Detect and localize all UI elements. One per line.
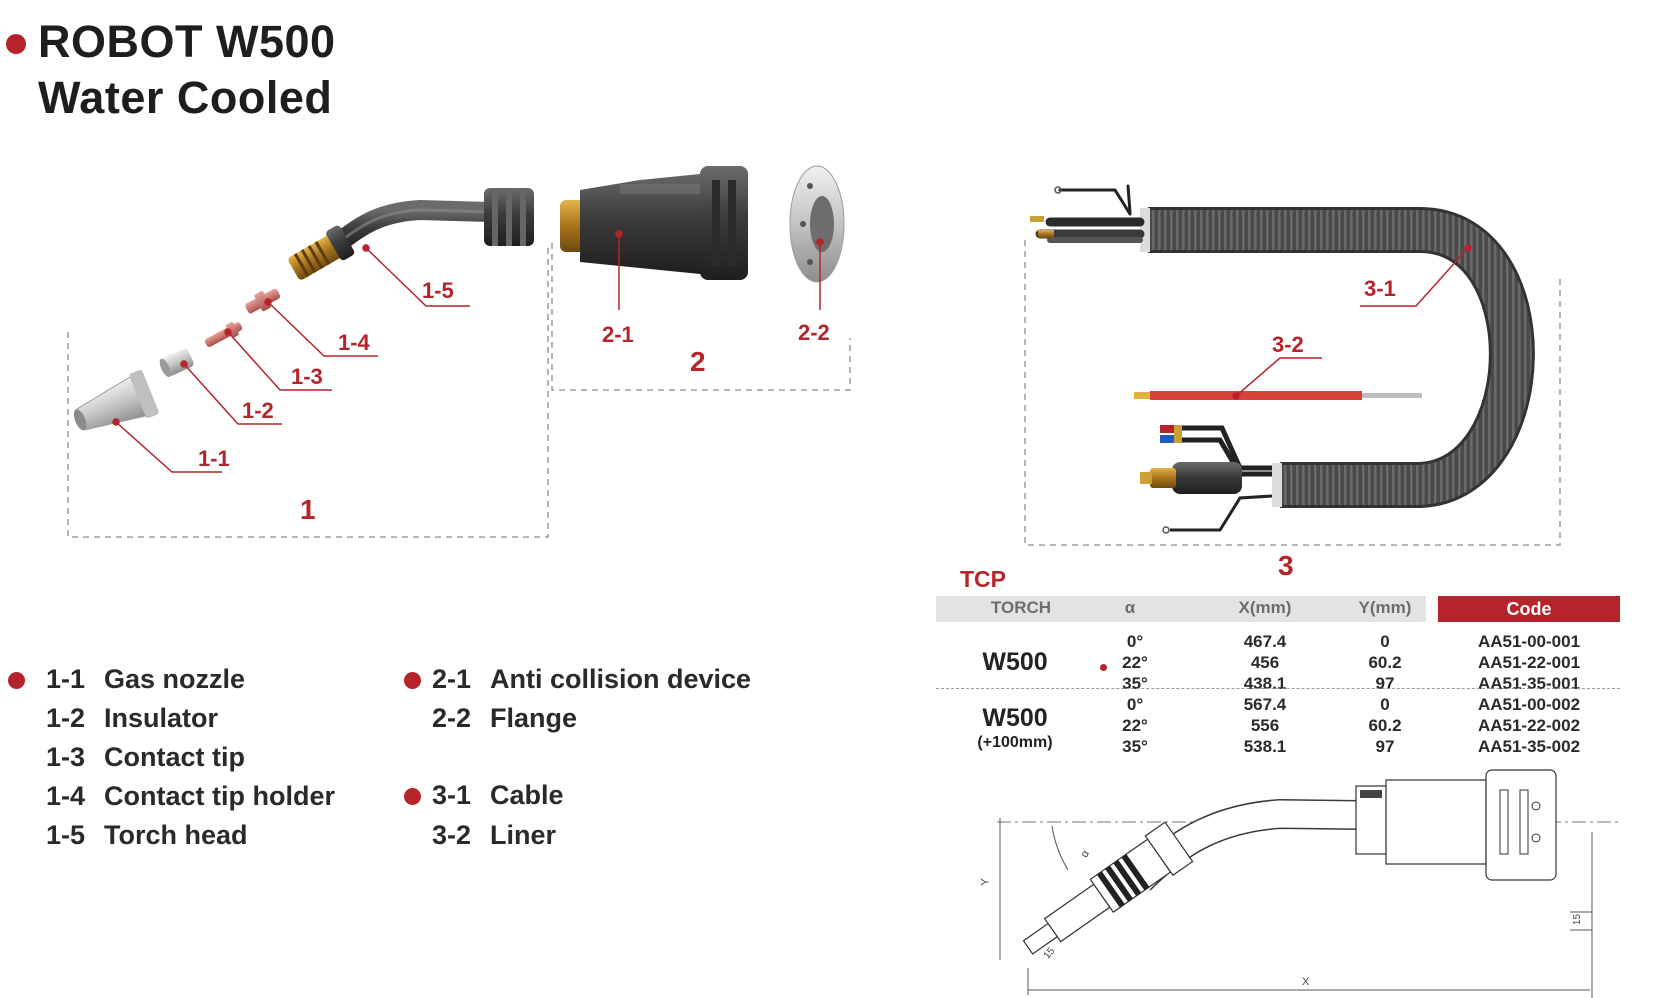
- tcp-header-x: X(mm): [1238, 598, 1292, 617]
- tcp-header-code: Code: [1438, 596, 1620, 622]
- group1-frame: [67, 243, 549, 538]
- group-number-1: 1: [300, 494, 316, 525]
- tcp-cell-code: AA51-35-001: [1477, 674, 1581, 693]
- dimension-label-y: Y: [979, 878, 992, 886]
- tcp-torch-name: W500: [982, 648, 1048, 676]
- tcp-cell-code: AA51-22-001: [1477, 653, 1581, 672]
- parts-bullet-group1: [8, 672, 25, 689]
- torch-head-collar: [288, 225, 355, 280]
- parts-bullet-group2: [404, 672, 421, 689]
- callout-1-4: 1-4: [338, 330, 370, 355]
- group3-leaders: [1232, 244, 1472, 400]
- contact-tip: [204, 322, 243, 347]
- cable-top-wires: [1030, 184, 1145, 243]
- flange: [789, 165, 845, 283]
- group3-frame: [1024, 240, 1561, 546]
- tcp-cell-y: 60.2: [1368, 716, 1402, 735]
- tcp-header-alpha: α: [1124, 598, 1136, 617]
- callout-2-1: 2-1: [602, 322, 634, 347]
- parts-bullet-group3: [404, 788, 421, 805]
- callout-3-2: 3-2: [1272, 332, 1304, 357]
- tcp-cell-code: AA51-00-001: [1477, 632, 1581, 651]
- liner: [1134, 391, 1422, 400]
- tcp-cell-x: 556: [1250, 716, 1280, 735]
- tcp-cell-code: AA51-35-002: [1477, 737, 1581, 756]
- insulator: [159, 348, 194, 378]
- dimension-label-x: X: [1302, 976, 1310, 988]
- tcp-cell-alpha: 0°: [1126, 695, 1144, 714]
- gas-nozzle: [73, 369, 159, 431]
- tcp-header-torch: TORCH: [990, 598, 1052, 617]
- dimension-label-15-flange: 15: [1572, 913, 1584, 926]
- tcp-row-separator: [936, 688, 1620, 689]
- tcp-cell-y: 97: [1375, 674, 1395, 693]
- torch-head-nut: [484, 188, 534, 246]
- callout-1-3: 1-3: [291, 364, 323, 389]
- tcp-cell-y: 97: [1375, 737, 1395, 756]
- group1-leaders: [112, 244, 470, 473]
- tcp-cell-alpha: 35°: [1122, 737, 1148, 756]
- tcp-cell-x: 438.1: [1243, 674, 1287, 693]
- tcp-row-marker: [1100, 664, 1107, 671]
- tcp-cell-code: AA51-00-002: [1477, 695, 1581, 714]
- cable-hose-outline: [1148, 207, 1535, 508]
- tcp-cell-x: 567.4: [1243, 695, 1287, 714]
- group-number-3: 3: [1278, 550, 1294, 581]
- callout-2-2: 2-2: [798, 320, 830, 345]
- tcp-cell-alpha: 22°: [1122, 716, 1148, 735]
- anti-collision-device: [560, 166, 748, 280]
- tcp-torch-name: W500: [982, 704, 1048, 732]
- callout-1-5: 1-5: [422, 278, 454, 303]
- tcp-cell-x: 538.1: [1243, 737, 1287, 756]
- contact-tip-holder: [245, 288, 281, 314]
- page-subtitle: Water Cooled: [38, 72, 333, 123]
- tcp-header-y: Y(mm): [1358, 598, 1412, 617]
- tcp-cell-code: AA51-22-002: [1477, 716, 1581, 735]
- tcp-cell-y: 0: [1380, 632, 1390, 651]
- tcp-cell-y: 0: [1380, 695, 1390, 714]
- page-title: ROBOT W500: [38, 16, 336, 67]
- callout-1-2: 1-2: [242, 398, 274, 423]
- tcp-header-bar: [936, 596, 1426, 622]
- callout-1-1: 1-1: [198, 446, 230, 471]
- technical-drawing: [997, 769, 1620, 998]
- group-number-2: 2: [690, 346, 706, 377]
- tcp-cell-y: 60.2: [1368, 653, 1402, 672]
- callout-3-1: 3-1: [1364, 276, 1396, 301]
- tcp-title: TCP: [960, 566, 1006, 592]
- tcp-torch-sub: (+100mm): [977, 734, 1053, 751]
- group2-leaders: [615, 230, 824, 310]
- tcp-cell-alpha: 35°: [1122, 674, 1148, 693]
- tcp-cell-x: 467.4: [1243, 632, 1287, 651]
- tcp-cell-alpha: 0°: [1126, 632, 1144, 651]
- cable-bottom-connector: [1140, 425, 1273, 534]
- tcp-cell-alpha: 22°: [1122, 653, 1148, 672]
- tcp-cell-x: 456: [1250, 653, 1280, 672]
- title-bullet: [6, 34, 26, 54]
